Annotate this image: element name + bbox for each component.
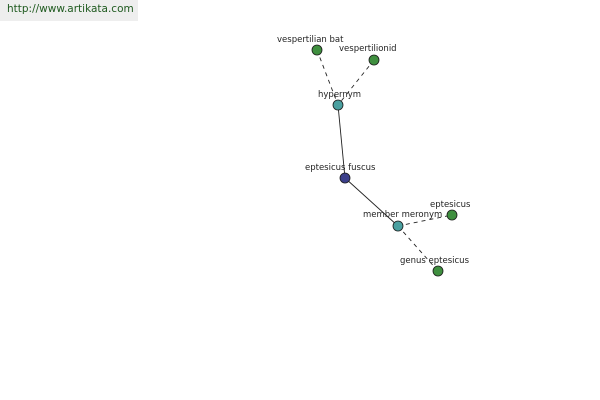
node-eptesicus[interactable] [446,209,458,221]
node-member-meronym[interactable] [392,220,404,232]
graph-nodes [311,44,458,277]
edge-vespertilionid-to-hypernym [337,59,375,106]
graph-edges [316,49,453,272]
edge-hypernym-to-eptesicus-fuscus [337,104,346,179]
label-eptesicus-fuscus: eptesicus fuscus [305,163,376,173]
edge-member-meronym-to-genus-eptesicus [397,225,439,272]
node-vespertilionid[interactable] [368,54,380,66]
label-eptesicus: eptesicus [430,200,471,210]
node-hypernym[interactable] [332,99,344,111]
node-genus-eptesicus[interactable] [432,265,444,277]
edge-eptesicus-fuscus-to-member-meronym [344,177,399,227]
node-vespertilian-bat[interactable] [311,44,323,56]
site-url[interactable]: http://www.artikata.com [0,0,138,21]
edge-vespertilian-bat-to-hypernym [316,49,339,106]
label-vespertilian-bat: vespertilian bat [277,35,344,45]
label-hypernym: hypernym [318,90,361,100]
node-eptesicus-fuscus[interactable] [339,172,351,184]
label-member-meronym: member meronym [363,210,442,220]
label-vespertilionid: vespertilionid [339,44,397,54]
label-genus-eptesicus: genus eptesicus [400,256,470,266]
edge-member-meronym-to-eptesicus [397,214,453,227]
